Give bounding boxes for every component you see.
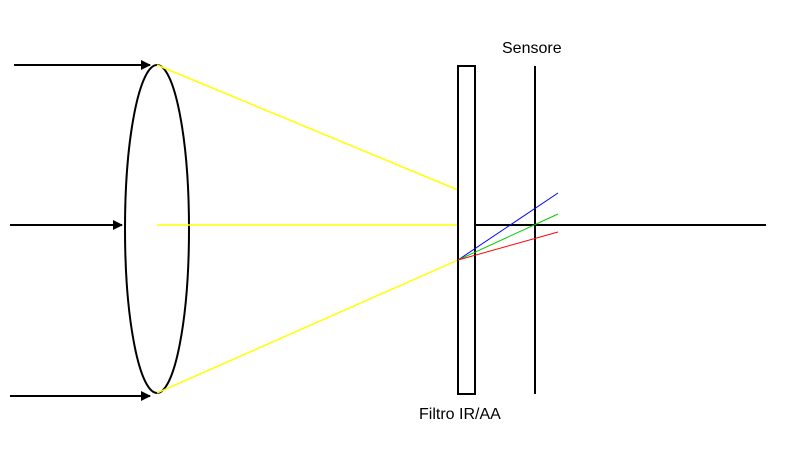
ir-aa-filter [457,65,476,395]
sensor-label: Sensore [502,40,562,57]
yellow-ray-bottom [156,259,459,394]
yellow-ray-top [156,64,459,191]
red-ray [457,231,559,261]
blue-ray [457,192,559,261]
green-ray [457,213,559,261]
lens [124,64,190,394]
filter-label: Filtro IR/AA [419,406,501,423]
